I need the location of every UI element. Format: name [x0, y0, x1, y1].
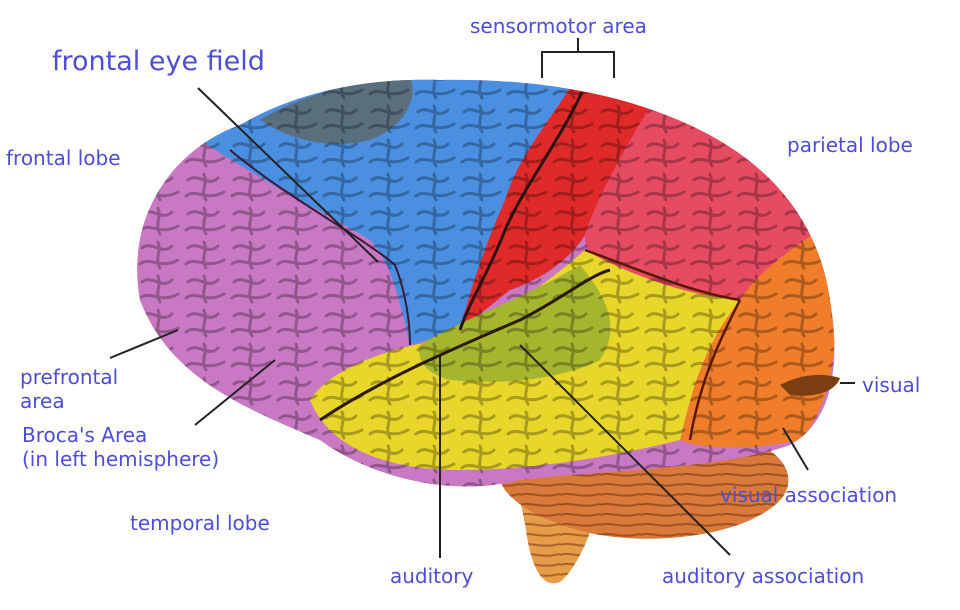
motor-frontal-boundary	[229, 149, 411, 346]
frontal-eye-field-leader	[197, 87, 379, 263]
central-sulcus	[458, 91, 584, 331]
label-frontal-eye-field: frontal eye field	[52, 46, 265, 77]
sensormotor-bracket	[541, 38, 615, 78]
label-brocas-area: Broca's Area (in left hemisphere)	[22, 423, 219, 471]
label-sensormotor-area: sensormotor area	[470, 14, 647, 38]
visual-cortex-patch	[780, 374, 840, 396]
auditory-association-leader	[519, 344, 731, 556]
label-visual-association: visual association	[720, 483, 898, 507]
label-brocas-line-1: Broca's Area	[22, 423, 148, 447]
label-parietal-lobe: parietal lobe	[787, 133, 913, 157]
label-auditory-association: auditory association	[662, 564, 865, 588]
label-auditory: auditory	[390, 564, 474, 588]
label-brocas-line-2: (in left hemisphere)	[22, 447, 220, 471]
brocas-leader	[194, 359, 276, 426]
visual-association-leader	[782, 427, 809, 471]
label-temporal-lobe: temporal lobe	[130, 511, 270, 535]
label-visual: visual	[862, 373, 921, 397]
lateral-sulcus	[319, 268, 611, 422]
label-prefrontal-line-2: area	[20, 389, 65, 413]
cerebrum	[137, 79, 835, 487]
parieto-occipital-boundary	[688, 299, 742, 441]
temporal-parietal-boundary	[584, 248, 741, 302]
label-prefrontal-line-1: prefrontal	[20, 365, 119, 389]
prefrontal-leader	[109, 329, 179, 359]
label-frontal-lobe: frontal lobe	[6, 146, 121, 170]
label-prefrontal-area: prefrontal area	[20, 365, 118, 413]
gyri-texture	[137, 79, 835, 487]
